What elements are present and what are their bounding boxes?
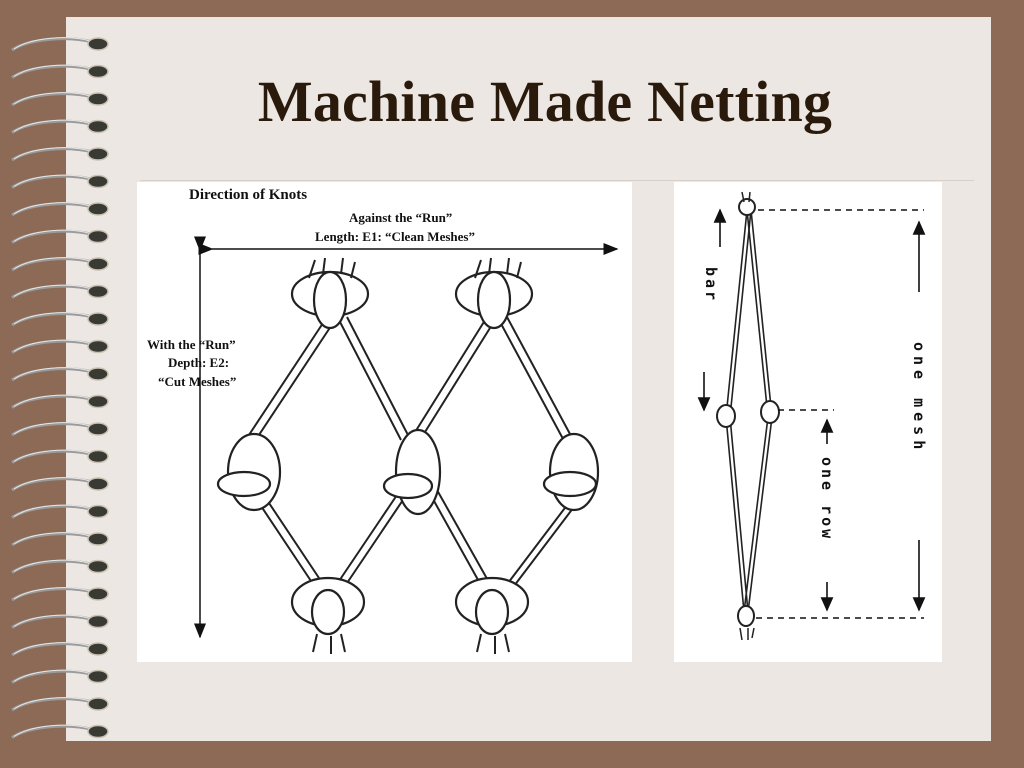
one-mesh-label: one mesh [910,342,928,455]
loose-ends [308,257,522,654]
spiral-ring [11,449,109,464]
depth-label: Depth: E2: [168,355,230,370]
spiral-ring [11,642,109,657]
spiral-ring [11,119,109,134]
diagram-heading: Direction of Knots [189,187,308,203]
spiral-ring [11,202,109,217]
spiral-ring [11,367,109,382]
mesh-knots [716,198,780,627]
spiral-ring [11,532,109,547]
spiral-ring [11,559,109,574]
mesh-drawing [697,191,926,641]
twines [240,316,584,591]
spiral-ring [11,174,109,189]
against-run-label: Against the “Run” [349,210,453,225]
spiral-ring [11,669,109,684]
mesh-bars [725,209,773,613]
mesh-measurement-diagram: bar one mesh one row [674,182,942,662]
with-run-label: With the “Run” [147,337,236,352]
page-title: Machine Made Netting [257,69,833,134]
one-row-label: one row [818,457,836,542]
title-divider [140,180,974,181]
dashed-guides [756,209,924,619]
spiral-ring [11,92,109,107]
spiral-ring [11,339,109,354]
knots [216,270,600,636]
spiral-ring [11,312,109,327]
spiral-ring [11,284,109,299]
spiral-ring [11,504,109,519]
spiral-ring [11,394,109,409]
spiral-ring [11,422,109,437]
spiral-ring [11,724,109,739]
netting-drawing [194,236,619,654]
spiral-ring [11,37,109,52]
spiral-ring [11,64,109,79]
length-label: Length: E1: “Clean Meshes” [315,229,475,244]
measure-arrows [697,208,926,612]
spiral-ring [11,697,109,712]
spiral-ring [11,147,109,162]
cut-meshes-label: “Cut Meshes” [158,374,237,389]
spiral-ring [11,614,109,629]
mesh-loose-ends [739,191,755,641]
spiral-ring [11,229,109,244]
spiral-binding [11,37,109,739]
knot-direction-diagram: Direction of Knots Against the “Run” Len… [137,182,632,662]
spiral-ring [11,257,109,272]
bar-label: bar [702,267,720,304]
spiral-ring [11,477,109,492]
spiral-ring [11,587,109,602]
